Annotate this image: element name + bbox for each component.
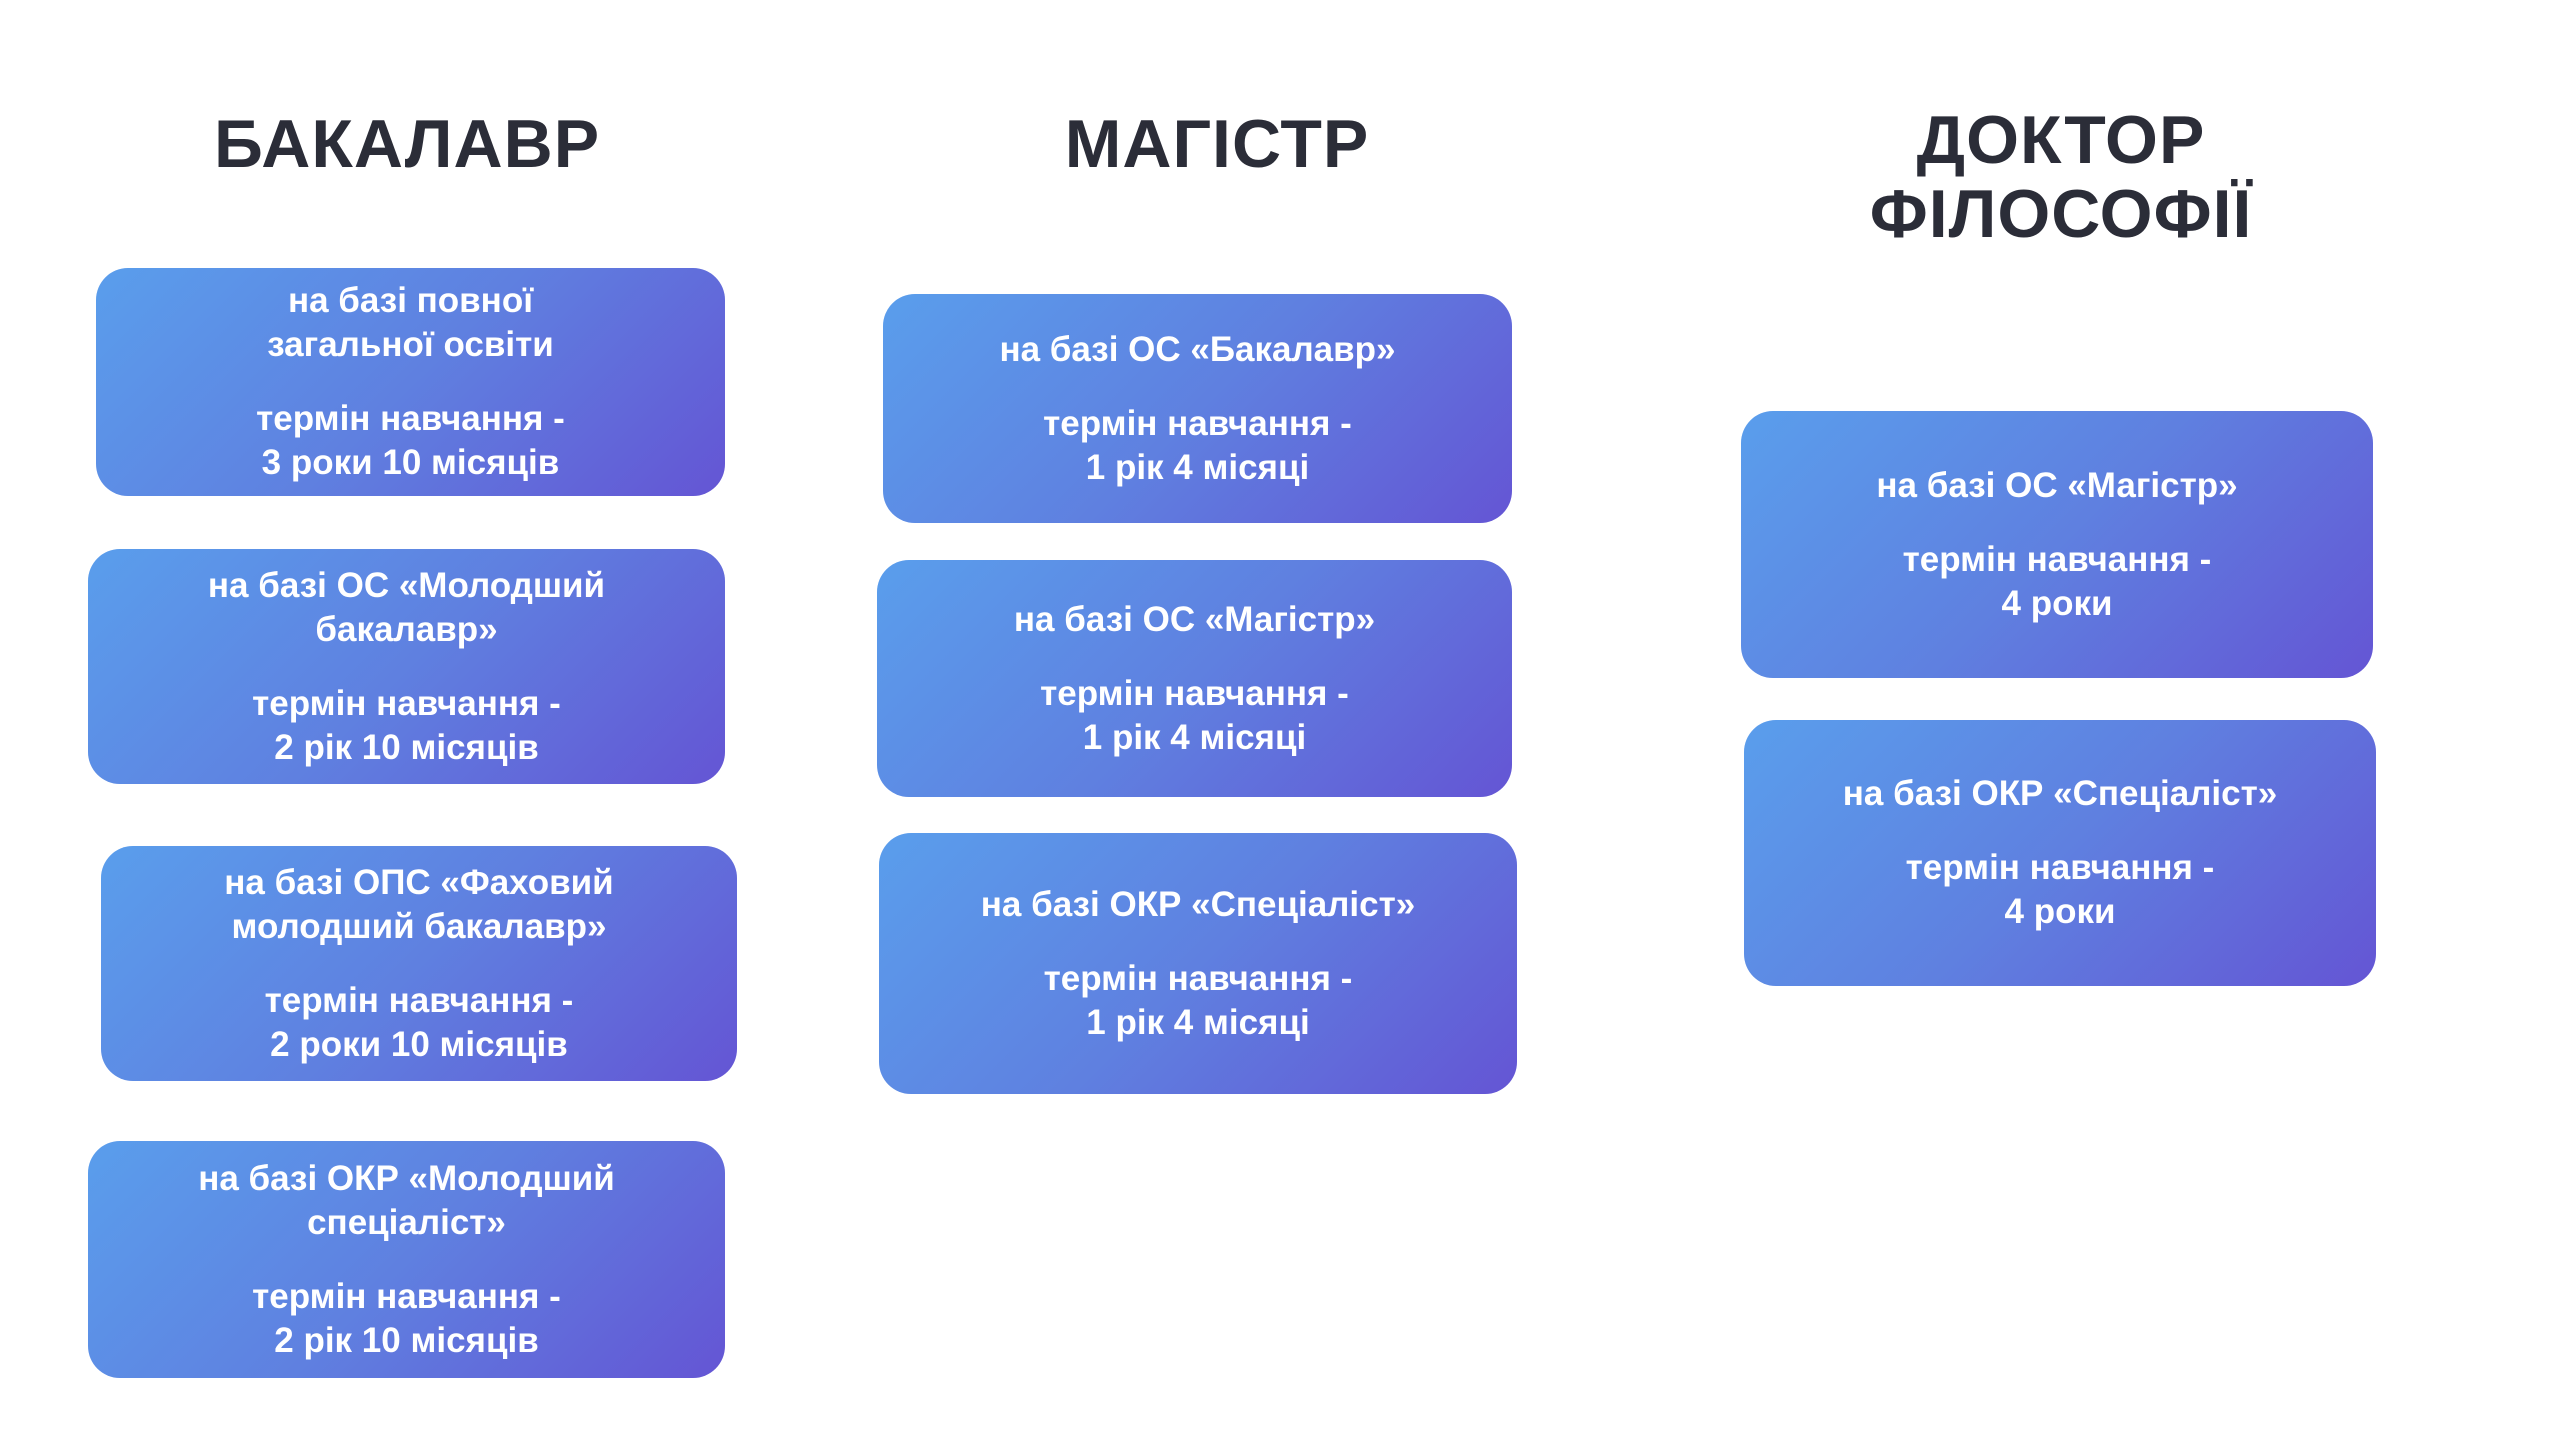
card-basis: на базі ОКР «Молодший спеціаліст» bbox=[198, 1158, 615, 1242]
phd-card-specialist: на базі ОКР «Спеціаліст» термін навчання… bbox=[1744, 720, 2376, 986]
card-duration: термін навчання - 1 рік 4 місяці bbox=[1043, 403, 1352, 487]
bachelor-card-full-general-education: на базі повної загальної освіти термін н… bbox=[96, 268, 725, 496]
card-duration: термін навчання - 2 роки 10 місяців bbox=[264, 980, 574, 1064]
card-duration: термін навчання - 3 роки 10 місяців bbox=[256, 399, 565, 482]
card-basis: на базі повної загальної освіти bbox=[267, 281, 554, 364]
card-duration: термін навчання - 4 роки bbox=[1905, 848, 2215, 931]
card-basis: на базі ОС «Магістр» bbox=[1013, 599, 1376, 639]
card-basis: на базі ОС «Магістр» bbox=[1876, 465, 2238, 505]
bachelor-card-junior-specialist: на базі ОКР «Молодший спеціаліст» термін… bbox=[88, 1141, 725, 1378]
card-duration: термін навчання - 4 роки bbox=[1902, 539, 2212, 623]
card-basis: на базі ОКР «Спеціаліст» bbox=[1842, 774, 2278, 813]
phd-card-master: на базі ОС «Магістр» термін навчання - 4… bbox=[1741, 411, 2373, 678]
card-basis: на базі ОС «Бакалавр» bbox=[999, 329, 1396, 369]
heading-master: МАГІСТР bbox=[1064, 106, 1370, 182]
card-duration: термін навчання - 2 рік 10 місяців bbox=[252, 1276, 561, 1360]
bachelor-card-junior-bachelor: на базі ОС «Молодший бакалавр» термін на… bbox=[88, 549, 725, 784]
master-card-master: на базі ОС «Магістр» термін навчання - 1… bbox=[877, 560, 1512, 797]
card-duration: термін навчання - 2 рік 10 місяців bbox=[252, 683, 561, 767]
heading-phd-line1: ДОКТОР bbox=[1916, 102, 2206, 178]
bachelor-card-professional-junior-bachelor: на базі ОПС «Фаховий молодший бакалавр» … bbox=[101, 846, 737, 1081]
card-duration: термін навчання - 1 рік 4 місяці bbox=[1043, 958, 1353, 1042]
card-basis: на базі ОС «Молодший бакалавр» bbox=[207, 565, 606, 649]
card-basis: на базі ОКР «Спеціаліст» bbox=[980, 884, 1416, 924]
heading-phd-line2: ФІЛОСОФІЇ bbox=[1869, 176, 2253, 252]
heading-bachelor: БАКАЛАВР bbox=[213, 106, 601, 182]
master-card-specialist: на базі ОКР «Спеціаліст» термін навчання… bbox=[879, 833, 1517, 1094]
heading-phd: ДОКТОР ФІЛОСОФІЇ bbox=[1870, 103, 2253, 251]
card-duration: термін навчання - 1 рік 4 місяці bbox=[1040, 673, 1349, 757]
card-basis: на базі ОПС «Фаховий молодший бакалавр» bbox=[224, 862, 614, 946]
master-card-bachelor: на базі ОС «Бакалавр» термін навчання - … bbox=[883, 294, 1512, 523]
